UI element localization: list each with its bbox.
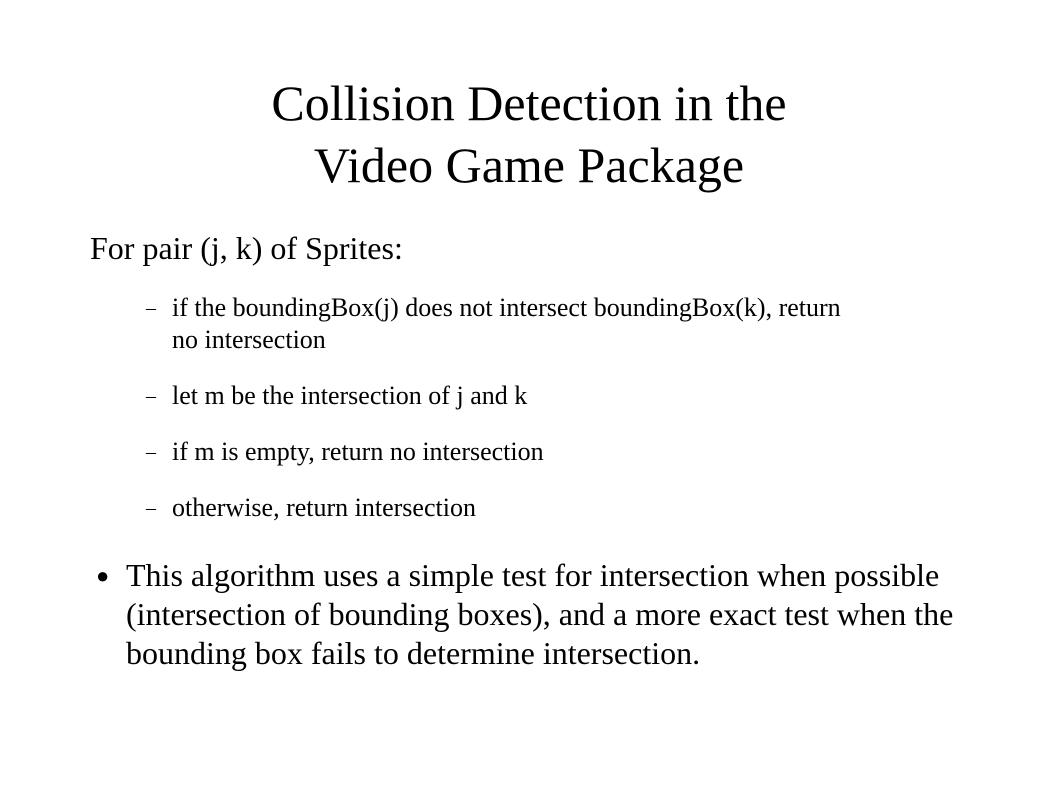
bullet-list: ● This algorithm uses a simple test for … [96, 556, 1016, 673]
sub-item-text: let m be the intersection of j and k [172, 381, 528, 410]
sub-item-text: if m is empty, return no intersection [172, 437, 544, 466]
bullet-item-text: This algorithm uses a simple test for in… [126, 557, 954, 671]
slide-title: Collision Detection in the Video Game Pa… [0, 72, 1058, 196]
dash-marker: – [146, 441, 156, 463]
slide-title-line-1: Collision Detection in the [271, 75, 787, 131]
bullet-item: ● This algorithm uses a simple test for … [96, 556, 1016, 673]
sub-item: – let m be the intersection of j and k [146, 380, 866, 412]
sub-item-text: if the boundingBox(j) does not intersect… [172, 293, 841, 354]
sub-item-text: otherwise, return intersection [172, 493, 476, 522]
dash-marker: – [146, 385, 156, 407]
sub-item: – if m is empty, return no intersection [146, 436, 866, 468]
intro-text: For pair (j, k) of Sprites: [90, 230, 403, 266]
sub-item: – if the boundingBox(j) does not interse… [146, 292, 866, 356]
bullet-dot-icon: ● [96, 563, 110, 588]
sub-item: – otherwise, return intersection [146, 492, 866, 524]
sub-item-list: – if the boundingBox(j) does not interse… [146, 292, 866, 548]
dash-marker: – [146, 497, 156, 519]
slide-title-line-2: Video Game Package [313, 137, 745, 193]
dash-marker: – [146, 297, 156, 319]
